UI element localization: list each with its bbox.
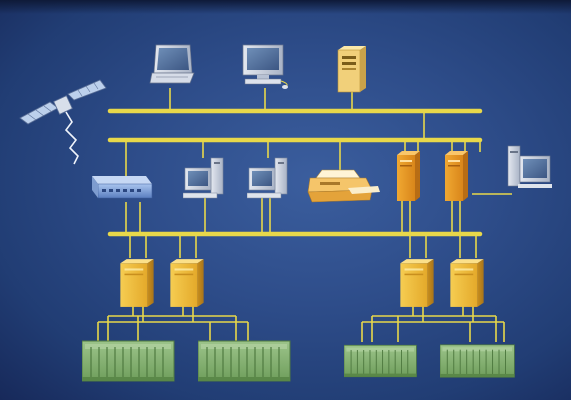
- io-rack-icon: [82, 340, 175, 382]
- network-switch-icon: [92, 176, 153, 199]
- server-tower-icon: [337, 46, 366, 93]
- desktop-computer-icon: [507, 145, 552, 188]
- server-tower-icon: [400, 259, 434, 307]
- server-tower-icon: [120, 259, 154, 307]
- desktop-computer-icon: [242, 44, 288, 89]
- printer-icon: [307, 169, 380, 203]
- top-shadow-band: [0, 0, 571, 14]
- server-tower-icon: [445, 151, 468, 201]
- satellite-icon: [19, 79, 107, 165]
- connector-lines: [97, 88, 512, 342]
- io-rack-icon: [344, 344, 418, 378]
- server-tower-icon: [397, 151, 420, 201]
- workstation-icon: [183, 157, 224, 199]
- server-tower-icon: [450, 259, 484, 307]
- laptop-icon: [149, 44, 195, 84]
- io-rack-icon: [440, 344, 515, 378]
- server-tower-icon: [170, 259, 204, 307]
- workstation-icon: [247, 157, 288, 199]
- io-rack-icon: [198, 340, 291, 382]
